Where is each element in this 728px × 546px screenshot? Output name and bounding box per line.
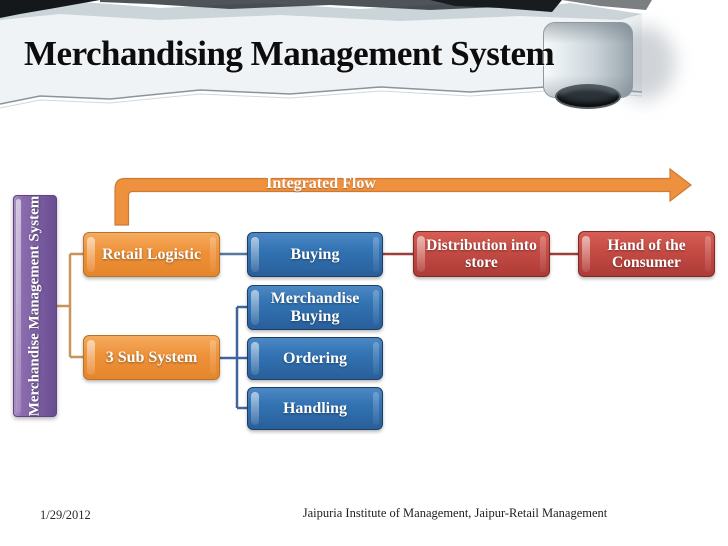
integrated-flow-arrow	[114, 167, 692, 226]
node-label: Hand of the Consumer	[607, 236, 686, 271]
node-label: Merchandise Management System	[26, 195, 43, 417]
node-label: Distribution into store	[426, 236, 537, 271]
integrated-flow-label: Integrated Flow	[266, 175, 376, 192]
node-distribution-into-store: Distribution into store	[413, 231, 550, 277]
node-label: Buying	[290, 245, 340, 263]
paper-scroll-decoration	[543, 20, 675, 110]
node-buying: Buying	[247, 232, 383, 277]
node-label: Handling	[282, 399, 348, 417]
slide-footer-credit: Jaipuria Institute of Management, Jaipur…	[302, 506, 608, 520]
node-retail-logistic: Retail Logistic	[83, 232, 220, 277]
slide-title: Merchandising Management System	[24, 34, 555, 73]
node-label: Retail Logistic	[101, 245, 202, 263]
slide-date: 1/29/2012	[40, 508, 91, 522]
node-3-sub-system: 3 Sub System	[83, 335, 220, 380]
node-hand-of-the-consumer: Hand of the Consumer	[578, 231, 715, 277]
node-label: Merchandise Buying	[270, 289, 360, 325]
node-handling: Handling	[247, 387, 383, 430]
torn-paper-decoration	[0, 0, 652, 109]
node-merchandise-management-system: Merchandise Management System	[13, 195, 57, 417]
node-label: 3 Sub System	[105, 348, 198, 366]
scroll-core	[555, 84, 621, 109]
node-ordering: Ordering	[247, 337, 383, 380]
node-merchandise-buying: Merchandise Buying	[247, 285, 383, 330]
node-label: Ordering	[283, 349, 347, 367]
